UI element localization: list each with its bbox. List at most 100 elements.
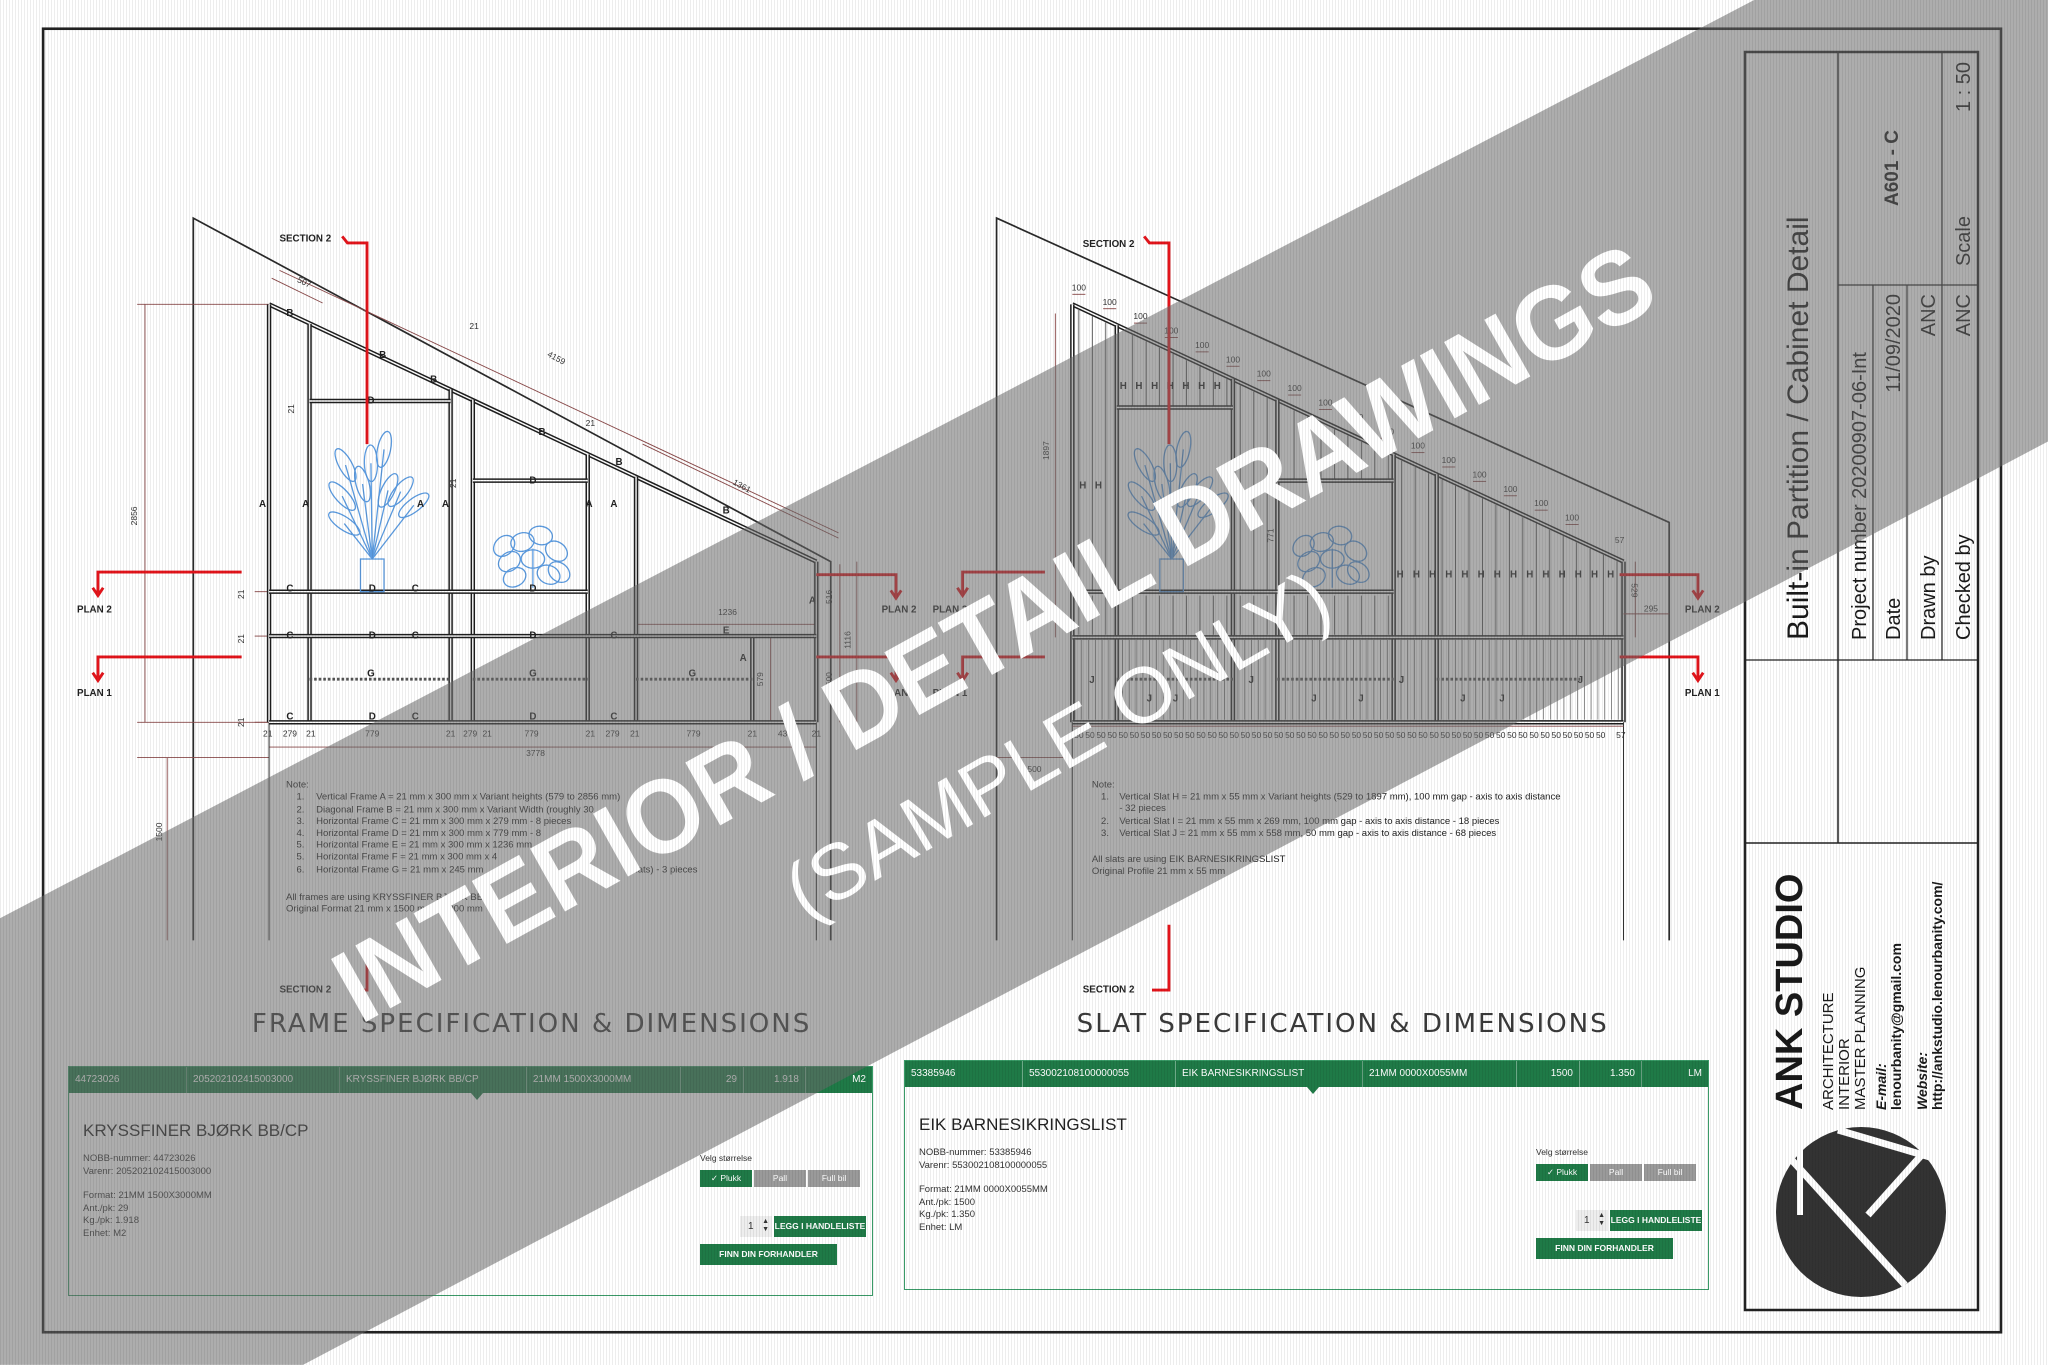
size-option-full-bil[interactable]: Full bil (808, 1170, 860, 1187)
slat-tag: H (1445, 569, 1452, 580)
note-text: Vertical Slat H = 21 mm x 55 mm x Varian… (1119, 791, 1560, 802)
add-to-list-button[interactable]: LEGG I HANDLELISTE (1610, 1210, 1702, 1231)
note-num: 2. (296, 804, 304, 815)
slat-tag: J (1499, 693, 1504, 704)
member-tag: F (786, 712, 792, 723)
bottom-gap-label-end: 57 (1616, 730, 1626, 740)
note-text: Vertical Slat I = 21 mm x 55 mm x 269 mm… (1119, 816, 1499, 827)
studio-service: ARCHITECTURE (1820, 992, 1837, 1110)
dimension-label: 516 (824, 590, 834, 604)
bottom-gap-label: 50 (1263, 730, 1273, 740)
bottom-gap-label: 50 (1552, 730, 1562, 740)
email-value: lenourbanity@gmail.com (1888, 943, 1904, 1110)
email-label: E-mail: (1873, 1063, 1889, 1110)
slat-tag: H (1607, 569, 1614, 580)
slat-tag: J (1147, 693, 1152, 704)
detail-line: Format: 21MM 1500X3000MM (83, 1190, 212, 1201)
gap-label: 100 (1380, 426, 1394, 436)
plant-leaf (1302, 566, 1326, 588)
website-value: http://ankstudio.lenourbanity.com/ (1929, 881, 1945, 1110)
size-option-pall[interactable]: Pall (1590, 1164, 1642, 1181)
note-text: Horizontal Frame G = 21 mm x 245 mm (316, 864, 483, 875)
add-to-list-button[interactable]: LEGG I HANDLELISTE (774, 1216, 866, 1237)
quantity-stepper[interactable]: 1▲▼ (1576, 1210, 1608, 1231)
dimension-label: 21 (236, 717, 246, 727)
member-tag: A (809, 595, 816, 606)
dimension-label: 529 (1629, 583, 1639, 597)
slat-tag: H (1510, 569, 1517, 580)
bottom-gap-label: 50 (1452, 730, 1462, 740)
note-num: 1. (1101, 791, 1109, 802)
note-text: Vertical Frame A = 21 mm x 300 mm x Vari… (316, 791, 620, 802)
quantity-stepper[interactable]: 1▲▼ (740, 1216, 772, 1237)
plant-stem (1169, 463, 1173, 560)
bottom-gap-label: 50 (1463, 730, 1473, 740)
stepper-arrows-icon[interactable]: ▲▼ (762, 1218, 769, 1233)
product-header-row[interactable]: 53385946 553002108100000055 EIK BARNESIK… (905, 1061, 1708, 1087)
gap-label: 100 (1072, 282, 1086, 292)
dimension-label: 771 (1265, 528, 1275, 542)
dimension-label: 21 (630, 729, 640, 739)
slat-tag: J (1578, 675, 1583, 686)
frame-notes: Note: 1. Vertical Frame A = 21 mm x 300 … (286, 780, 698, 915)
slat-tag: H (1559, 569, 1566, 580)
section-label-bottom: SECTION 2 (280, 985, 332, 996)
header-qty-per-pack: 29 (681, 1067, 744, 1093)
gap-label: 100 (1442, 455, 1456, 465)
bottom-gap-label: 50 (1230, 730, 1240, 740)
stepper-arrows-icon[interactable]: ▲▼ (1598, 1212, 1605, 1227)
bottom-gap-label: 50 (1152, 730, 1162, 740)
plant-leaf (502, 566, 527, 588)
size-option-full-bil[interactable]: Full bil (1644, 1164, 1696, 1181)
bottom-gap-label: 50 (1540, 730, 1550, 740)
size-option-plukk[interactable]: ✓ Plukk (700, 1170, 752, 1187)
detail-line: Format: 21MM 0000X0055MM (919, 1184, 1048, 1195)
size-option-pall[interactable]: Pall (754, 1170, 806, 1187)
caret-down-icon (1307, 1087, 1319, 1094)
find-dealer-button[interactable]: FINN DIN FORHANDLER (700, 1244, 837, 1265)
bottom-gap-label: 50 (1119, 730, 1129, 740)
dimension-label: 2856 (129, 506, 139, 525)
bottom-gap-label: 50 (1207, 730, 1217, 740)
plant-pot (1159, 558, 1184, 593)
note-footer: All slats are using EIK BARNESIKRINGSLIS… (1092, 854, 1286, 865)
caret-down-icon (471, 1093, 483, 1100)
sheet-number: A601 - C (1882, 130, 1903, 206)
slat-tag: H (1429, 569, 1436, 580)
dimension-label: 579 (755, 672, 765, 686)
frame-elevation-drawing: 5074159136128562121212121212112365161116… (77, 216, 917, 996)
dimension-label: 21 (306, 729, 316, 739)
note-num: 1. (296, 791, 304, 802)
member-tag: A (740, 653, 747, 664)
note-heading: Note: (1092, 780, 1115, 791)
detail-line: Varenr: 205202102415003000 (83, 1165, 212, 1177)
product-header-row[interactable]: 44723026 205202102415003000 KRYSSFINER B… (69, 1067, 872, 1093)
slat-tag: J (1249, 675, 1254, 686)
slat-tag: H (1397, 569, 1404, 580)
dimension-label: 507 (296, 274, 313, 289)
dimension-label: 21 (286, 404, 296, 414)
slat-tag: J (1358, 693, 1363, 704)
slat-tag: H (1526, 569, 1533, 580)
header-format: 21MM 1500X3000MM (527, 1067, 681, 1093)
note-footer: All frames are using KRYSSFINER BJØRK BB (286, 892, 483, 903)
size-option-plukk[interactable]: ✓ Plukk (1536, 1164, 1588, 1181)
dimension-label: 779 (686, 729, 700, 739)
detail-line: Kg./pk: 1.350 (919, 1209, 975, 1220)
member-tag: C (286, 631, 293, 642)
plant-stem (370, 463, 373, 560)
member-tag: C (286, 584, 293, 595)
bottom-gap-label: 50 (1507, 730, 1517, 740)
find-dealer-button[interactable]: FINN DIN FORHANDLER (1536, 1238, 1673, 1259)
dimension-label: 600 (824, 672, 834, 686)
member-tag: B (539, 427, 546, 438)
plan1-label-left: PLAN 1 (77, 688, 112, 699)
note-footer: Original Format 21 mm x 1500 mm x 3000 m… (286, 904, 483, 915)
header-product-name: KRYSSFINER BJØRK BB/CP (340, 1067, 527, 1093)
member-tag: A (417, 499, 424, 510)
detail-line: Enhet: M2 (83, 1227, 127, 1239)
checked-by-label: Checked by (1953, 534, 1975, 640)
note-num: 5. (296, 840, 304, 851)
slat-tag: J (1399, 675, 1404, 686)
member-tag: B (379, 350, 386, 361)
